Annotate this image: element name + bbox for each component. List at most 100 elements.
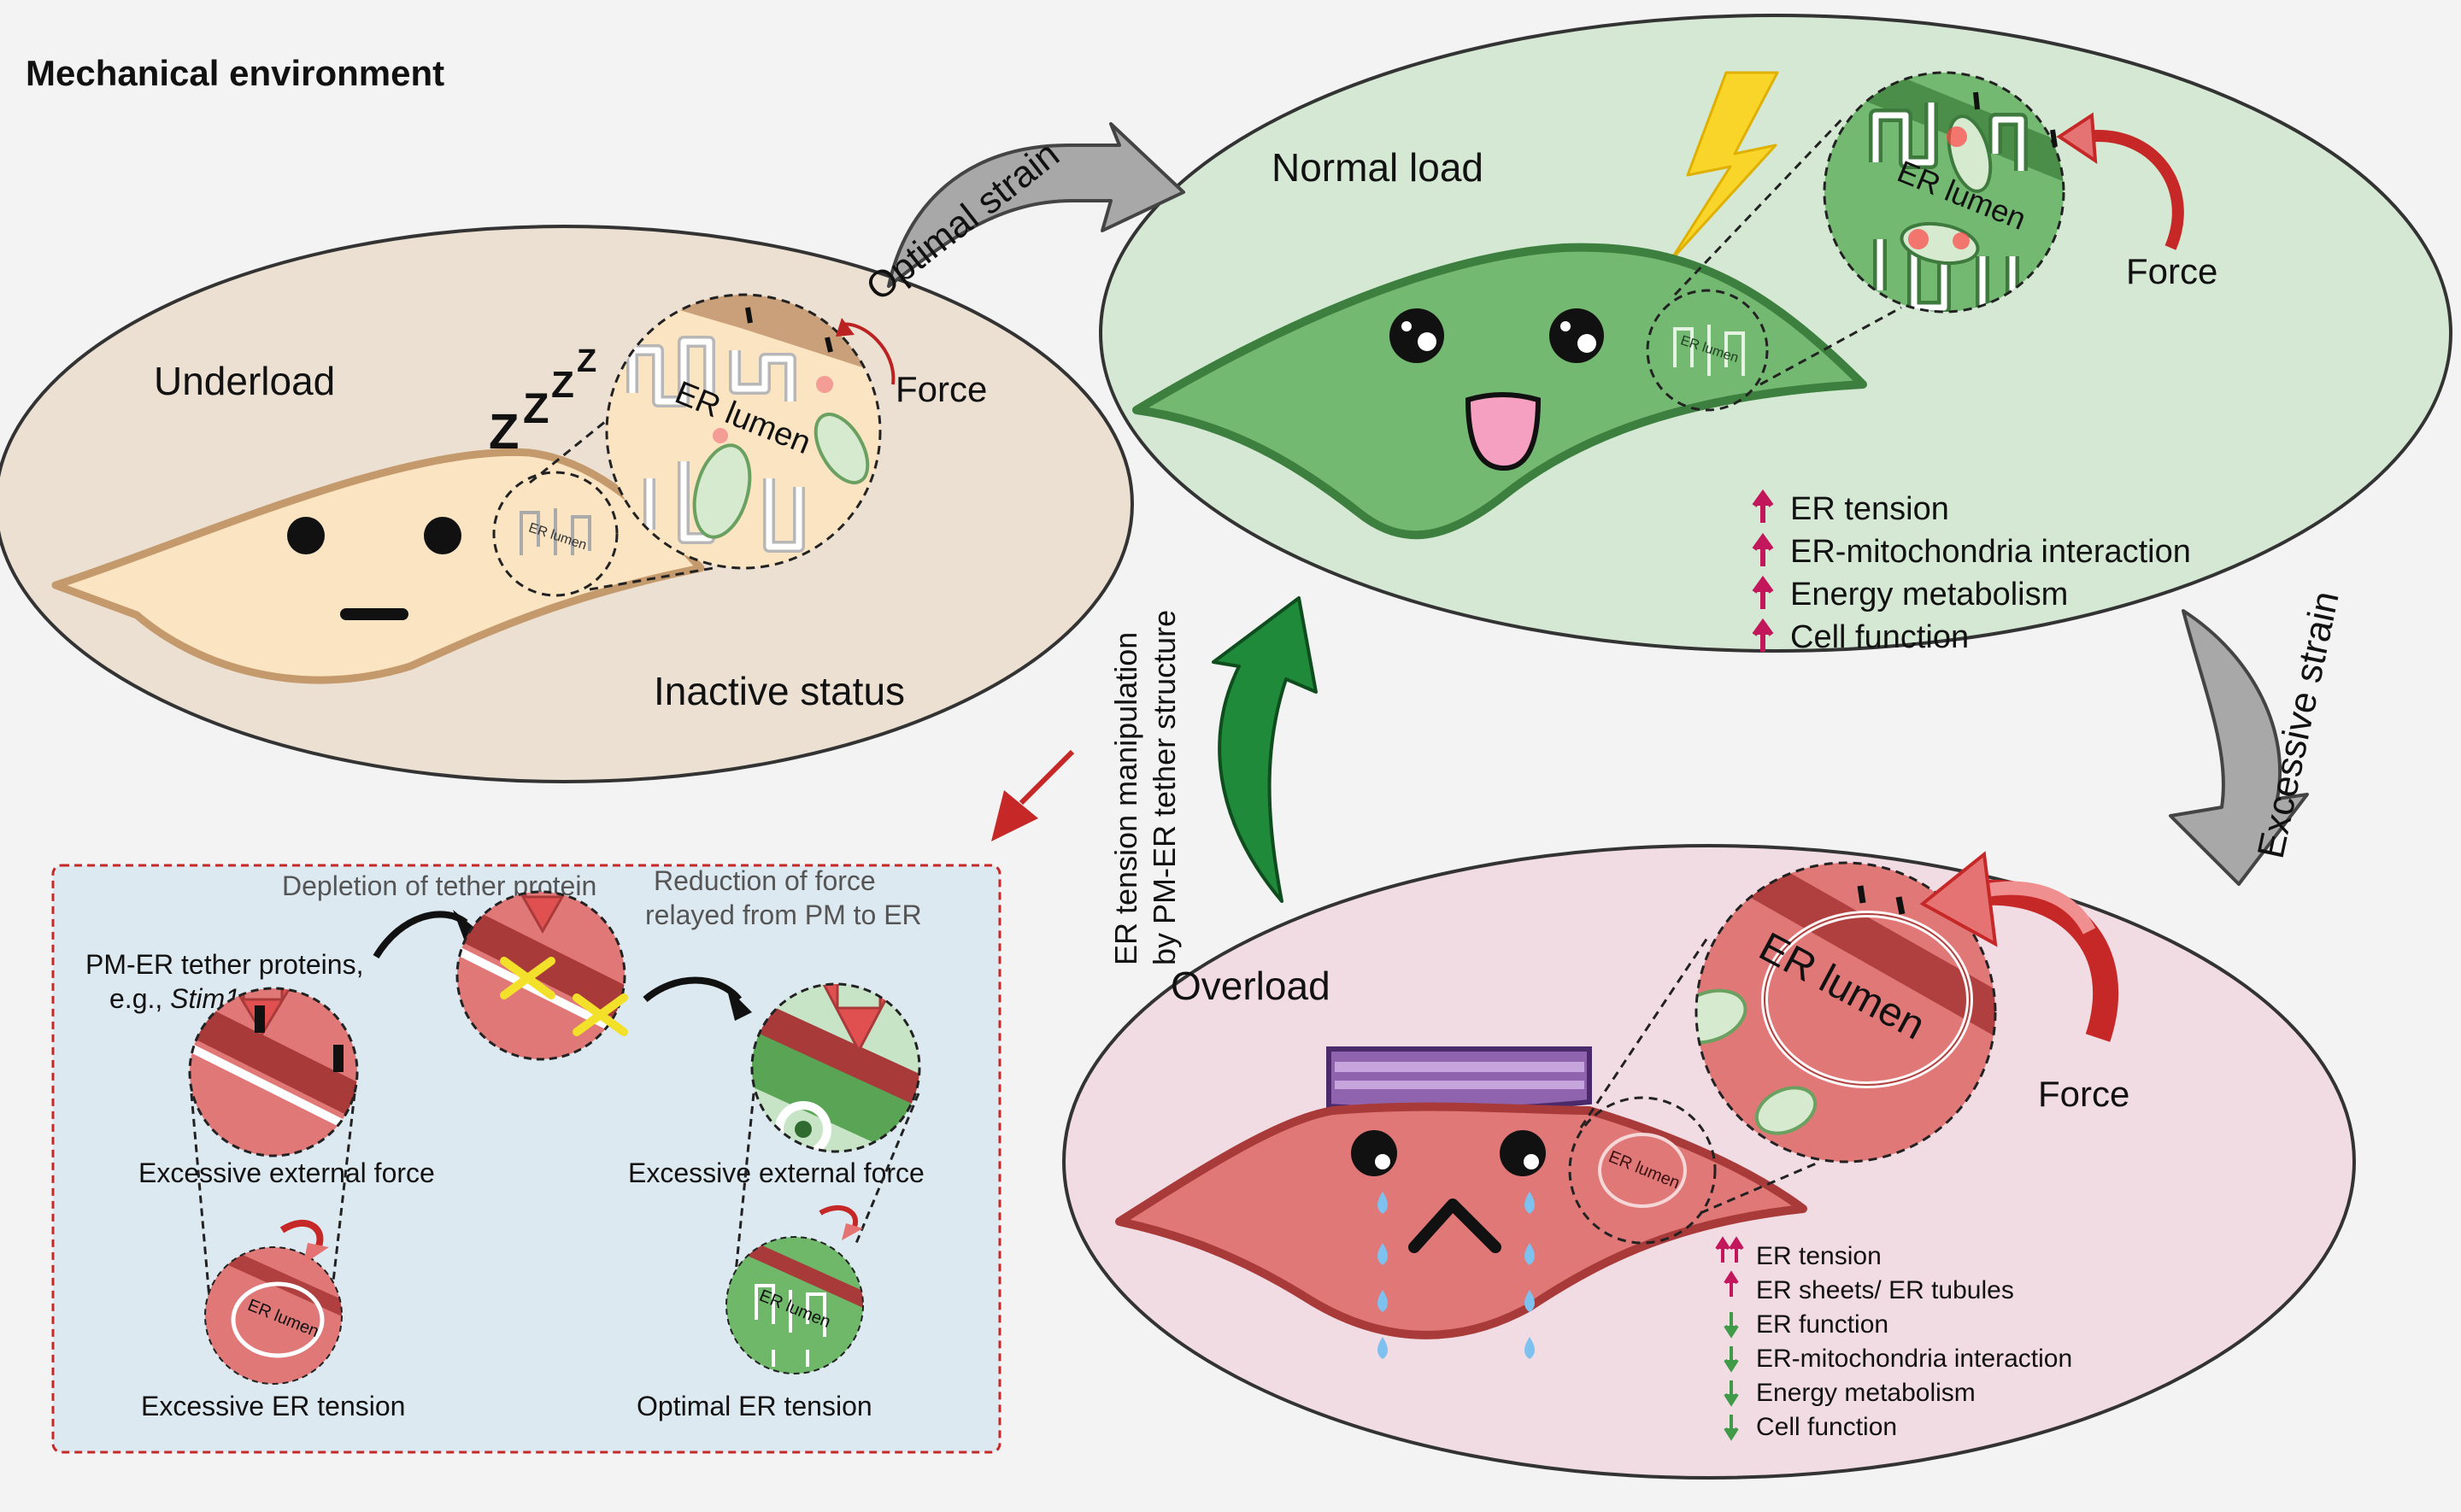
underload-zoom-line <box>589 566 714 591</box>
effect-item: ER tension <box>1752 489 1949 527</box>
svg-text:ER function: ER function <box>1756 1310 1888 1339</box>
down-arrow-icon <box>1724 1380 1739 1407</box>
normal-cell <box>1132 243 1867 540</box>
external-force-label-right: Excessive external force <box>628 1157 925 1188</box>
svg-text:ER sheets/ ER tubules: ER sheets/ ER tubules <box>1756 1276 2014 1304</box>
mitochondrion <box>813 413 870 484</box>
overload-zoom-line <box>1700 1160 1821 1215</box>
reduction-label-line1: Reduction of force <box>654 865 876 896</box>
tether-label-line2: e.g., Stim1 <box>109 983 240 1014</box>
inset-depleted-circle <box>455 890 628 1061</box>
underload-force-label: Force <box>896 369 987 409</box>
underload-label: Underload <box>154 359 335 403</box>
up-arrow-icon <box>1752 618 1774 652</box>
figure-title: Mechanical environment <box>26 53 444 93</box>
effect-item: ER sheets/ ER tubules <box>1724 1270 2014 1304</box>
sleep-z1: Z <box>489 404 519 460</box>
normal-load-panel: Normal load ER lumen <box>1099 14 2452 655</box>
tether-label-line1: PM-ER tether proteins, <box>85 949 363 980</box>
normal-effects-list: ER tension ER-mitochondria interaction E… <box>1752 489 2191 655</box>
underload-left-eye <box>287 517 325 554</box>
inset-excessive-tension-circle: ER lumen <box>204 1219 343 1385</box>
svg-text:Cell function: Cell function <box>1756 1413 1897 1441</box>
underload-mini-er <box>520 508 591 555</box>
sleep-z2: Z <box>523 384 549 432</box>
overload-mini-er-circle <box>1568 1096 1717 1245</box>
underload-zoom-line <box>529 408 620 484</box>
normal-force-arrow <box>2084 130 2184 250</box>
svg-text:Cell function: Cell function <box>1790 619 1969 655</box>
tension-label-left: Excessive ER tension <box>141 1391 405 1421</box>
normal-label: Normal load <box>1272 145 1483 190</box>
inset-tether-circle <box>188 987 359 1157</box>
down-arrow-icon <box>1724 1346 1739 1373</box>
underload-cell <box>51 448 705 684</box>
overload-force-label: Force <box>2038 1074 2129 1114</box>
manipulation-arrow <box>1212 596 1318 903</box>
normal-mini-er-circle <box>1646 289 1769 412</box>
normal-mouth <box>1465 392 1542 472</box>
effect-item: Energy metabolism <box>1724 1379 1976 1407</box>
tension-label-right: Optimal ER tension <box>637 1391 872 1421</box>
sad-face <box>1351 1130 1546 1253</box>
svg-text:ER tension: ER tension <box>1756 1242 1882 1270</box>
normal-right-eye <box>1549 308 1604 363</box>
overload-effects-list: ER tension ER sheets/ ER tubules ER func… <box>1715 1236 2072 1441</box>
svg-text:Energy metabolism: Energy metabolism <box>1756 1379 1976 1407</box>
normal-zoom-line <box>1673 118 1843 296</box>
happy-face <box>1389 308 1604 472</box>
x-mark-icon <box>573 993 628 1036</box>
overload-right-eye <box>1500 1130 1546 1176</box>
mitochondrion <box>1754 1086 1818 1135</box>
underload-right-eye <box>424 517 461 554</box>
effect-item: ER function <box>1724 1310 1888 1339</box>
underload-status: Inactive status <box>654 669 905 713</box>
underload-panel: Underload Inactive status Z Z Z Z ER lum… <box>0 225 1134 783</box>
sleep-z3: Z <box>551 364 574 406</box>
effect-item: ER-mitochondria interaction <box>1752 532 2191 570</box>
up-arrow-icon <box>1752 532 1774 566</box>
excessive-strain-arrow: Excessive strain <box>2169 588 2347 886</box>
inset-pointer-arrow <box>991 749 1075 841</box>
manipulation-label-line2: by PM-ER tether structure <box>1147 610 1182 965</box>
overload-label: Overload <box>1171 964 1330 1008</box>
up-arrow-icon <box>1724 1270 1739 1297</box>
underload-mini-er-circle <box>492 471 619 597</box>
up-arrow-icon <box>1752 575 1774 609</box>
mitochondrion <box>692 443 752 539</box>
overload-left-eye <box>1351 1130 1397 1176</box>
effect-item: ER-mitochondria interaction <box>1724 1345 2072 1373</box>
mechanism-inset: PM-ER tether proteins, e.g., Stim1 Deple… <box>51 864 1001 1454</box>
effect-item: Energy metabolism <box>1752 575 2068 612</box>
underload-force-arrow <box>841 322 896 385</box>
sleep-z4: Z <box>577 343 596 379</box>
external-force-label-left: Excessive external force <box>138 1157 435 1188</box>
reduction-label-line2: relayed from PM to ER <box>645 900 922 930</box>
headband-icon <box>1326 1046 1592 1112</box>
optimal-strain-label: Optimal strain <box>859 133 1067 309</box>
effect-item: ER tension <box>1715 1236 1882 1270</box>
mitochondrion <box>1696 988 1747 1045</box>
normal-force-label: Force <box>2126 251 2217 291</box>
overload-panel: Overload ER lumen <box>1062 844 2356 1480</box>
normal-left-eye <box>1389 308 1444 363</box>
effect-item: Cell function <box>1724 1413 1897 1441</box>
sleep-zzz: Z Z Z Z <box>489 343 596 460</box>
x-mark-icon <box>500 957 555 999</box>
lightning-icon <box>1669 71 1779 262</box>
manipulation-label-line1: ER tension manipulation <box>1108 632 1143 965</box>
overload-mouth <box>1408 1198 1501 1253</box>
double-up-arrow-icon <box>1715 1236 1744 1263</box>
effect-item: Cell function <box>1752 618 1969 655</box>
underload-mouth <box>340 608 408 620</box>
normal-zoom-line <box>1759 306 1902 386</box>
overload-zoom-line <box>1579 935 1711 1128</box>
down-arrow-icon <box>1724 1415 1739 1441</box>
svg-text:ER-mitochondria interaction: ER-mitochondria interaction <box>1756 1345 2072 1373</box>
tears-icon <box>1377 1192 1535 1359</box>
down-arrow-icon <box>1724 1312 1739 1339</box>
svg-text:Energy metabolism: Energy metabolism <box>1790 577 2068 612</box>
up-arrow-icon <box>1752 489 1774 523</box>
svg-text:ER tension: ER tension <box>1790 491 1949 527</box>
